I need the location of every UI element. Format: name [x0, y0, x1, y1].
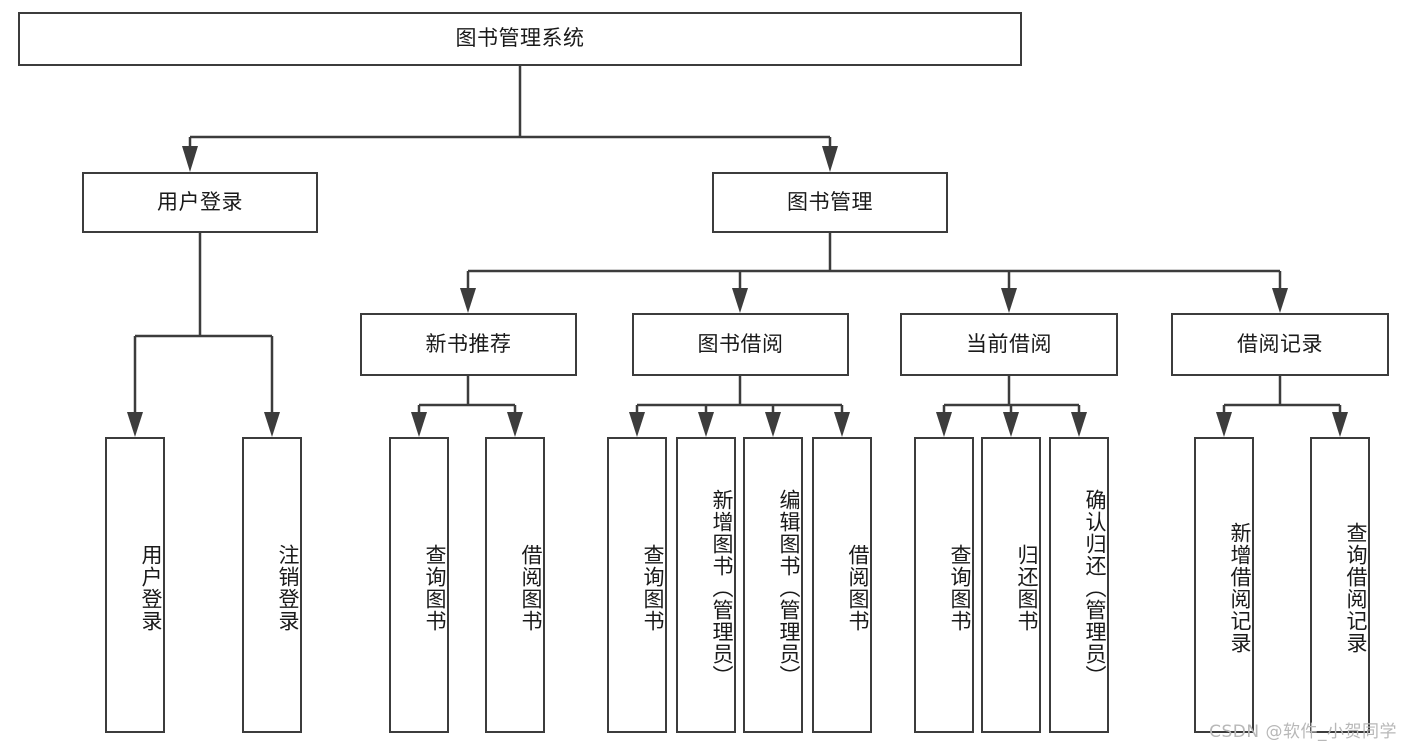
node-label: 图书管理系统 [455, 26, 585, 51]
arrow-user-leaf2 [264, 412, 280, 437]
node-label: 新增借阅记录 [1228, 522, 1252, 654]
node-label: 归还图书 [1015, 544, 1039, 632]
node-label: 当前借阅 [966, 331, 1052, 356]
leaf-borrow-borrow-book[interactable]: 借阅图书 [812, 437, 872, 733]
node-label: 图书借阅 [697, 331, 784, 356]
arrow-l2b [732, 288, 748, 313]
arrow-l2b-leaf1 [629, 412, 645, 437]
node-label: 借阅图书 [519, 544, 543, 632]
arrow-l2b-leaf3 [765, 412, 781, 437]
node-label: 用户登录 [139, 544, 163, 632]
arrow-l2a [460, 288, 476, 313]
arrow-l2d-leaf2 [1332, 412, 1348, 437]
leaf-user-login-signout[interactable]: 注销登录 [242, 437, 302, 733]
leaf-current-confirm-return[interactable]: 确认归还（管理员） [1049, 437, 1109, 733]
arrow-user-leaf1 [127, 412, 143, 437]
leaf-record-query-record[interactable]: 查询借阅记录 [1310, 437, 1370, 733]
leaf-recommend-query-book[interactable]: 查询图书 [389, 437, 449, 733]
leaf-record-add-record[interactable]: 新增借阅记录 [1194, 437, 1254, 733]
arrow-to-user-login [182, 146, 198, 172]
node-book-management-system[interactable]: 图书管理系统 [18, 12, 1022, 66]
leaf-borrow-add-book[interactable]: 新增图书（管理员） [676, 437, 736, 733]
node-label: 用户登录 [157, 189, 243, 214]
arrow-l2d-leaf1 [1216, 412, 1232, 437]
node-borrow-record[interactable]: 借阅记录 [1171, 313, 1389, 376]
node-label: 确认归还（管理员） [1083, 489, 1107, 687]
node-book-management[interactable]: 图书管理 [712, 172, 948, 233]
node-label: 借阅记录 [1237, 331, 1323, 356]
arrow-to-book-mgmt [822, 146, 838, 172]
arrow-l2a-leaf1 [411, 412, 427, 437]
node-label: 新增图书（管理员） [710, 489, 734, 687]
node-label: 查询借阅记录 [1344, 522, 1368, 654]
arrow-l2c-leaf1 [936, 412, 952, 437]
leaf-recommend-borrow-book[interactable]: 借阅图书 [485, 437, 545, 733]
arrow-l2a-leaf2 [507, 412, 523, 437]
node-label: 借阅图书 [846, 544, 870, 632]
node-current-borrow[interactable]: 当前借阅 [900, 313, 1118, 376]
node-label: 查询图书 [948, 544, 972, 632]
node-label: 注销登录 [276, 544, 300, 632]
arrow-l2d [1272, 288, 1288, 313]
arrow-l2c [1001, 288, 1017, 313]
leaf-current-return-book[interactable]: 归还图书 [981, 437, 1041, 733]
node-label: 新书推荐 [425, 331, 512, 356]
leaf-user-login-signin[interactable]: 用户登录 [105, 437, 165, 733]
leaf-current-query-book[interactable]: 查询图书 [914, 437, 974, 733]
node-label: 图书管理 [787, 189, 873, 214]
arrow-l2b-leaf2 [698, 412, 714, 437]
leaf-borrow-query-book[interactable]: 查询图书 [607, 437, 667, 733]
csdn-watermark: CSDN @软件_小贺同学 [1209, 722, 1397, 742]
arrow-l2b-leaf4 [834, 412, 850, 437]
leaf-borrow-edit-book[interactable]: 编辑图书（管理员） [743, 437, 803, 733]
node-label: 编辑图书（管理员） [777, 489, 801, 687]
node-label: 查询图书 [423, 544, 447, 632]
node-book-borrow[interactable]: 图书借阅 [632, 313, 849, 376]
node-label: 查询图书 [641, 544, 665, 632]
node-new-book-recommend[interactable]: 新书推荐 [360, 313, 577, 376]
node-user-login[interactable]: 用户登录 [82, 172, 318, 233]
arrow-l2c-leaf3 [1071, 412, 1087, 437]
arrow-l2c-leaf2 [1003, 412, 1019, 437]
